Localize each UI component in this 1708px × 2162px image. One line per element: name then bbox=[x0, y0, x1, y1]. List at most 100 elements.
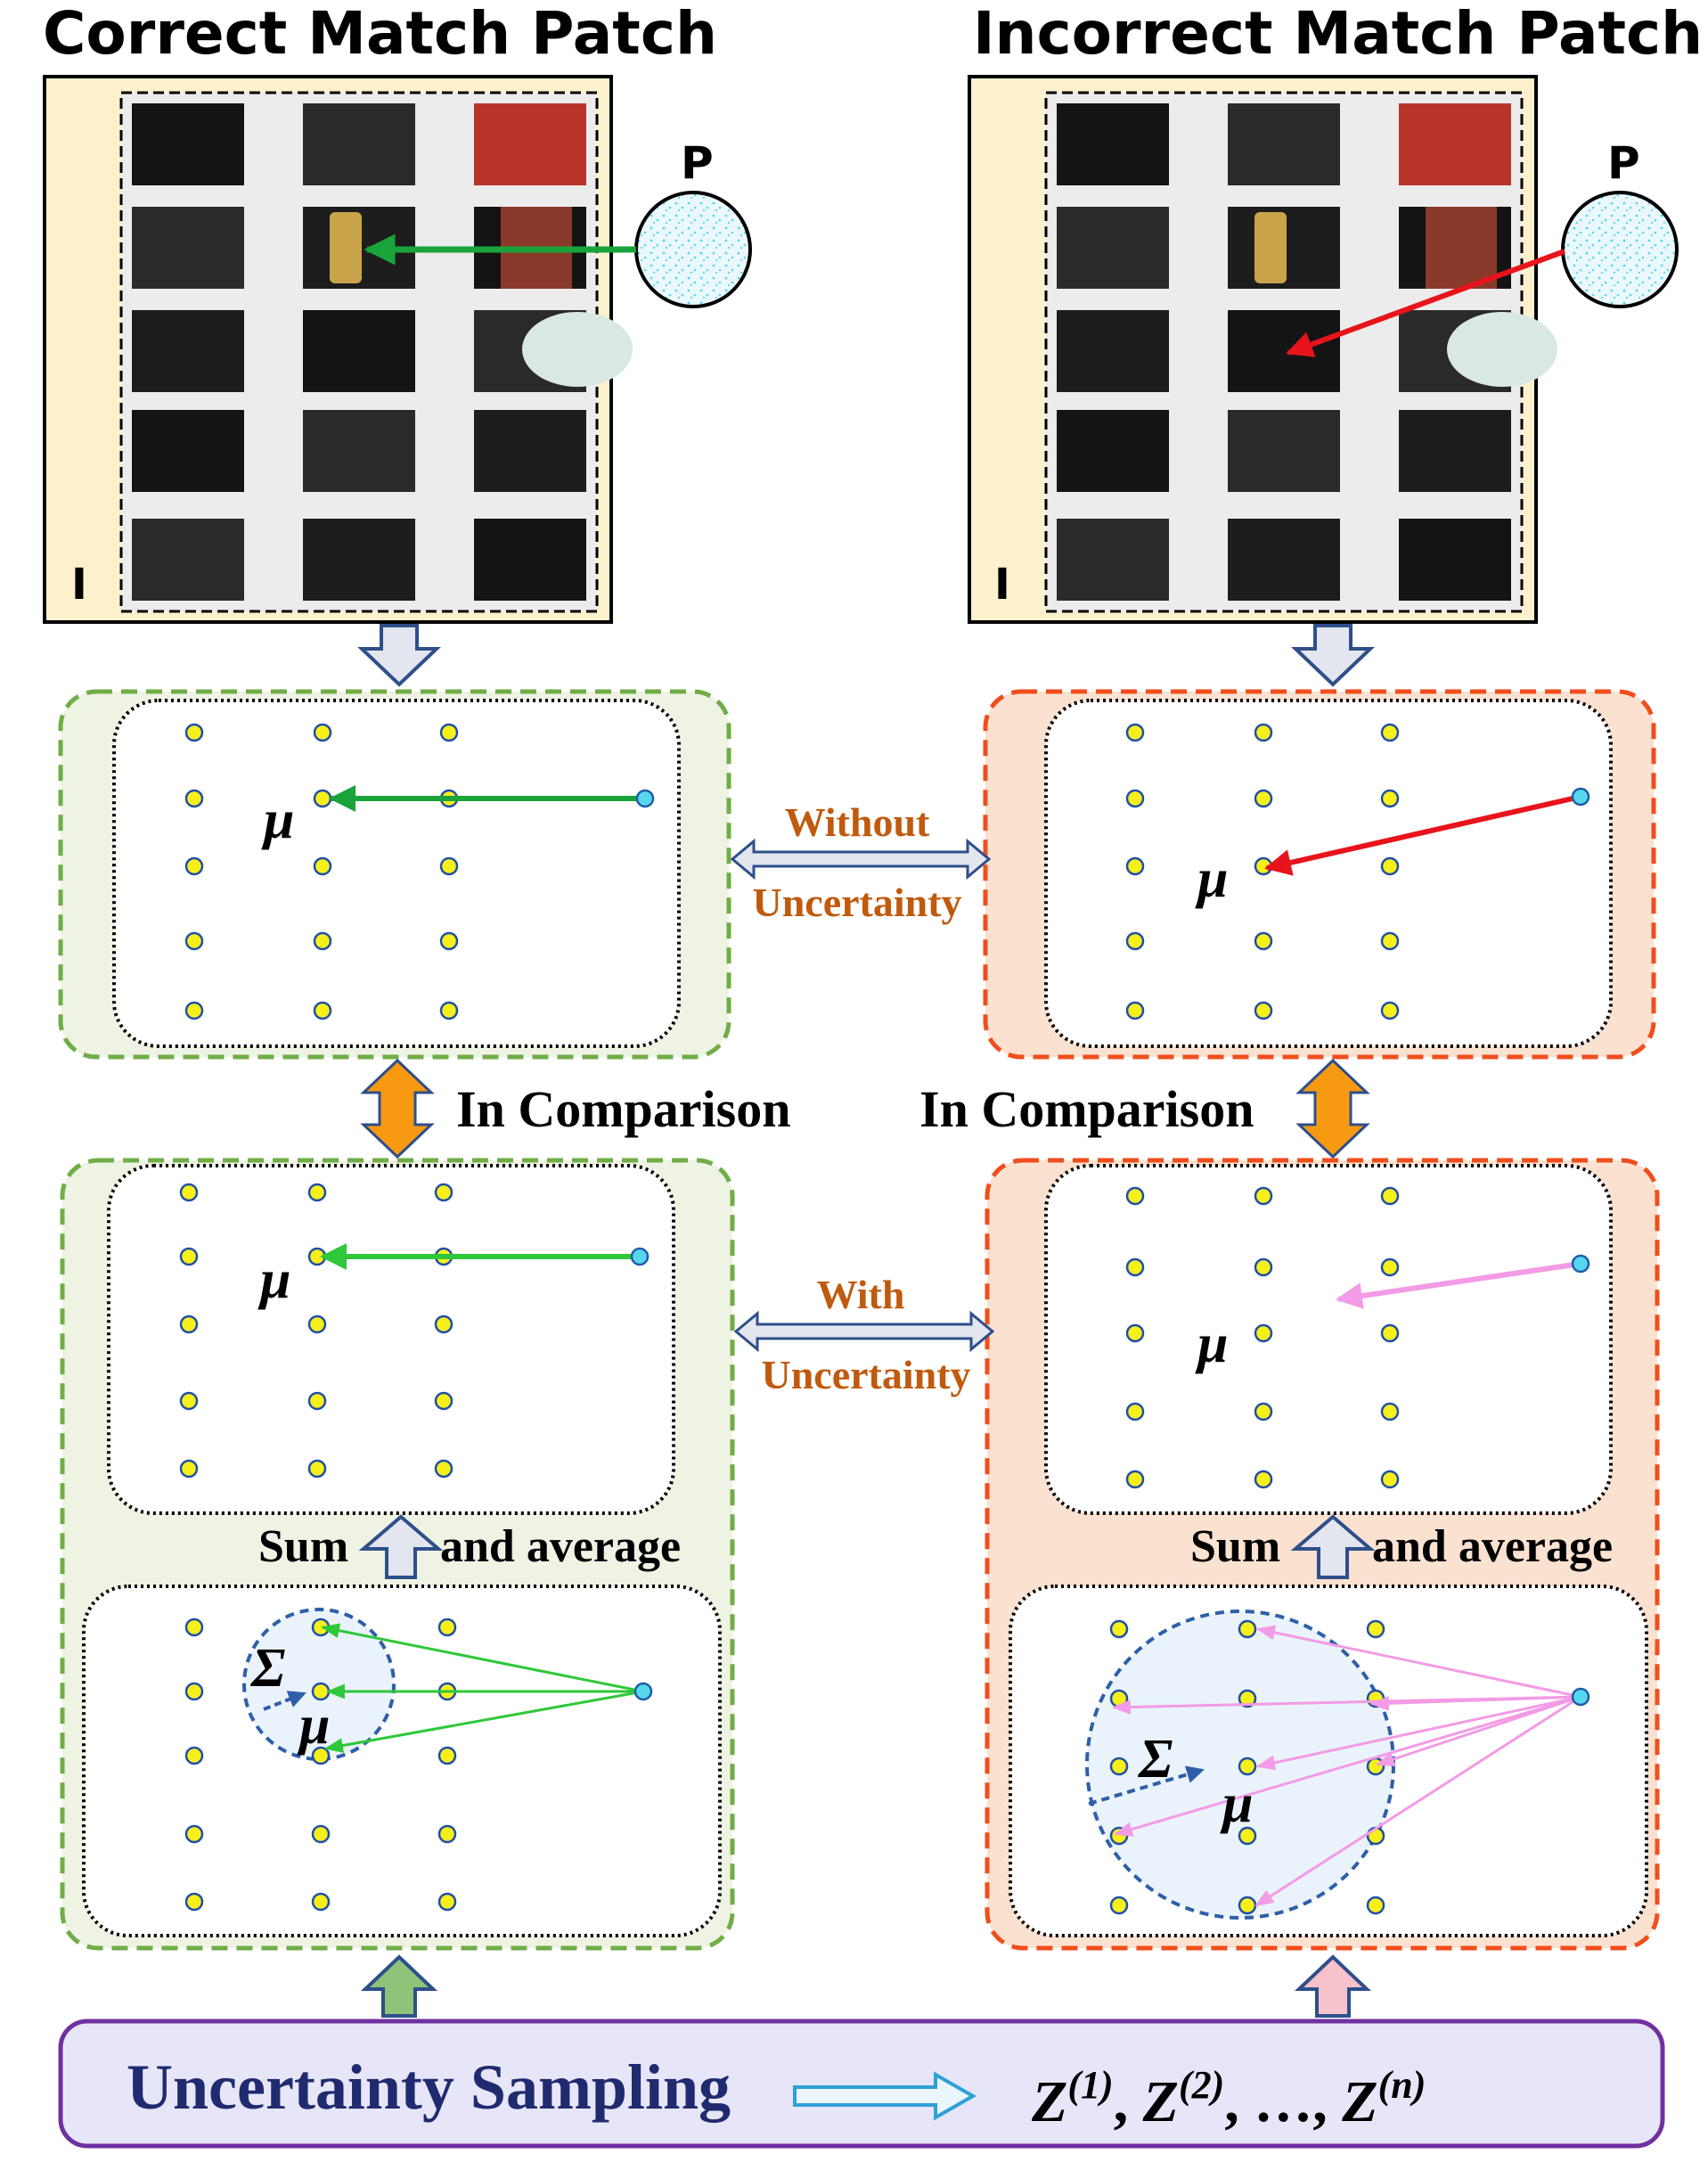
grid-point bbox=[1380, 1001, 1400, 1020]
uncertainty-sampling-label: Uncertainty Sampling bbox=[127, 2051, 731, 2123]
mu-label-avg: μ bbox=[257, 1249, 290, 1310]
grid-point bbox=[434, 1314, 454, 1334]
grid-point bbox=[439, 723, 459, 742]
without-label: Without bbox=[785, 799, 930, 845]
grid-point bbox=[184, 1746, 204, 1765]
incorrect-patch-title: Incorrect Match Patch bbox=[973, 0, 1703, 68]
grid-point bbox=[1254, 1257, 1273, 1277]
sum-up-arrow-right bbox=[1290, 1514, 1376, 1579]
averaged-incorrect-arrow bbox=[1336, 1261, 1581, 1309]
grid-point bbox=[1125, 1323, 1145, 1343]
grid-point bbox=[1380, 1186, 1400, 1206]
grid-point bbox=[179, 1459, 199, 1478]
image-patch bbox=[303, 103, 415, 185]
grid-point bbox=[307, 1391, 327, 1411]
without-uncertainty-label: Uncertainty bbox=[752, 880, 961, 925]
grid-point bbox=[184, 856, 204, 876]
grid-point bbox=[1254, 1186, 1273, 1206]
grid-point bbox=[1254, 789, 1273, 808]
grid-point bbox=[1125, 1470, 1145, 1489]
cereal-box-object bbox=[474, 103, 586, 185]
grid-point bbox=[1238, 1689, 1257, 1708]
sample-set: Z(1), Z(2), …, Z(n) bbox=[1031, 2063, 1426, 2134]
grid-point bbox=[1238, 1619, 1257, 1639]
grid-point bbox=[1109, 1757, 1129, 1776]
image-patch bbox=[132, 310, 244, 392]
image-patch bbox=[1399, 519, 1511, 601]
grid-point bbox=[313, 856, 332, 876]
image-label-I: I bbox=[71, 560, 87, 610]
source-point bbox=[635, 789, 655, 808]
grid-point bbox=[311, 1824, 331, 1844]
with-uncertainty-connector: With Uncertainty bbox=[733, 1272, 995, 1397]
z1: Z bbox=[1031, 2069, 1067, 2134]
correct-patch-title: Correct Match Patch bbox=[43, 0, 717, 68]
image-patch bbox=[132, 519, 244, 601]
sum-up-arrow-left bbox=[358, 1514, 444, 1579]
grid-point bbox=[1109, 1896, 1129, 1915]
source-point-avg bbox=[630, 1247, 650, 1266]
point-label-P-right: P bbox=[1607, 137, 1640, 189]
sigma-label-right: Σ bbox=[1137, 1729, 1173, 1789]
grid-point bbox=[1125, 1186, 1145, 1206]
grid-point bbox=[1109, 1619, 1129, 1639]
comparison-arrow-right bbox=[1295, 1058, 1370, 1159]
zn: Z bbox=[1341, 2069, 1377, 2134]
grid-point bbox=[184, 1682, 204, 1701]
mu-label: μ bbox=[261, 790, 294, 850]
sampling-up-arrow-right bbox=[1294, 1954, 1372, 2018]
in-comparison-right: In Comparison bbox=[919, 1080, 1254, 1138]
grid-point bbox=[1125, 789, 1145, 808]
sigma-label-left: Σ bbox=[249, 1638, 285, 1699]
correct-averaged-grid-box bbox=[107, 1164, 675, 1515]
grid-point bbox=[184, 1824, 204, 1844]
grid-point bbox=[1366, 1896, 1385, 1915]
grid-point bbox=[1125, 723, 1145, 742]
grid-point bbox=[184, 1617, 204, 1637]
z1-sup: (1) bbox=[1067, 2063, 1113, 2107]
source-point-sampled-right bbox=[1571, 1687, 1590, 1707]
incorrect-match-arrow bbox=[1286, 249, 1566, 357]
point-cloud-P bbox=[634, 191, 752, 308]
image-patch bbox=[1399, 410, 1511, 492]
source-point-avg-right bbox=[1571, 1254, 1590, 1273]
cereal-box-object bbox=[1426, 207, 1497, 289]
and-average-label-right: and average bbox=[1372, 1521, 1613, 1572]
grid-point bbox=[1125, 1001, 1145, 1020]
grid-point bbox=[437, 1824, 457, 1844]
grid-point bbox=[1254, 1323, 1273, 1343]
mu-label-sampled-right: μ bbox=[1220, 1773, 1253, 1834]
grid-point bbox=[1254, 931, 1273, 951]
grid-point bbox=[434, 1183, 454, 1202]
grid-point bbox=[1125, 1402, 1145, 1421]
grid-point bbox=[1366, 1826, 1385, 1846]
grid-point bbox=[1380, 1470, 1400, 1489]
grid-point bbox=[1109, 1689, 1129, 1708]
can-object bbox=[330, 212, 362, 283]
grid-point bbox=[311, 1892, 331, 1912]
grid-point bbox=[1380, 1323, 1400, 1343]
and-average-label-left: and average bbox=[440, 1521, 681, 1572]
point-label-P: P bbox=[681, 137, 714, 189]
grid-point bbox=[1254, 723, 1273, 742]
mu-label-avg-right: μ bbox=[1195, 1314, 1228, 1374]
grid-point bbox=[184, 723, 204, 742]
grid-point bbox=[439, 856, 459, 876]
with-uncertainty-label: Uncertainty bbox=[761, 1352, 970, 1397]
image-patch bbox=[1057, 207, 1169, 289]
grid-point bbox=[179, 1314, 199, 1334]
grid-point bbox=[313, 789, 332, 808]
svg-text:Z(1), Z(2), …, Z(n): Z(1), Z(2), …, Z(n) bbox=[1031, 2063, 1426, 2134]
image-patch bbox=[1057, 103, 1169, 185]
grid-point bbox=[437, 1892, 457, 1912]
grid-point bbox=[437, 1617, 457, 1637]
grid-point bbox=[1254, 1001, 1273, 1020]
grid-point bbox=[179, 1247, 199, 1266]
sum-label-left: Sum bbox=[258, 1521, 348, 1572]
with-label: With bbox=[817, 1272, 905, 1317]
grid-point bbox=[1254, 1470, 1273, 1489]
cereal-box-object bbox=[1399, 103, 1511, 185]
grid-point bbox=[307, 1183, 327, 1202]
